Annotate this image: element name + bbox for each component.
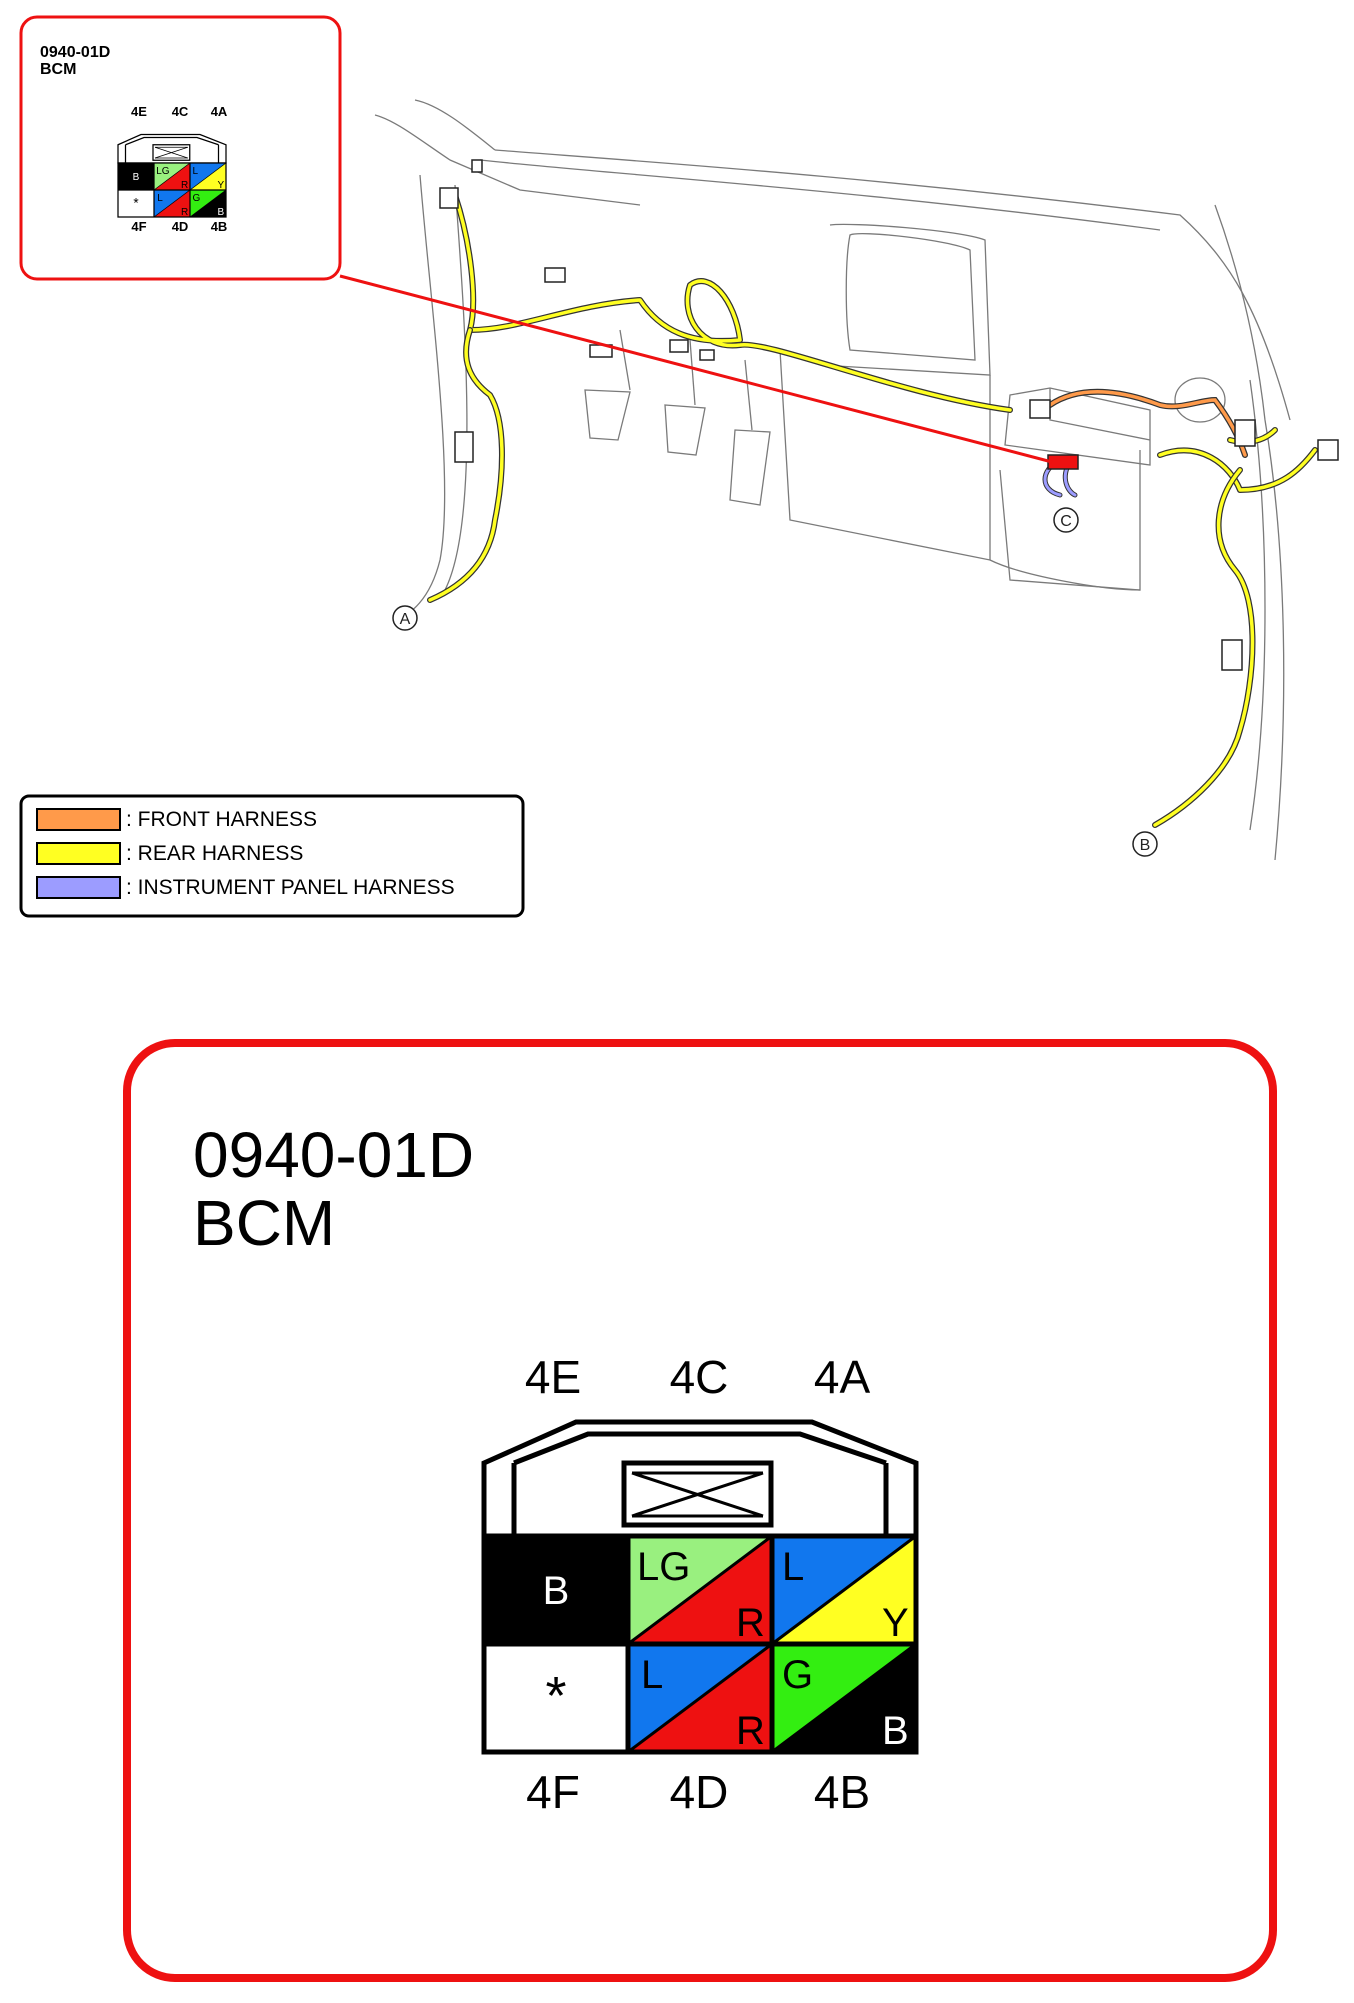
small-terminal-4a: L Y: [189, 162, 227, 191]
legend-item-front: : FRONT HARNESS: [36, 808, 317, 831]
marker-a: A: [392, 605, 418, 631]
small-terminal-4d: L R: [153, 189, 191, 218]
large-connector-face: B LG R L Y *: [481, 1419, 919, 1755]
svg-text:LG: LG: [156, 166, 170, 177]
svg-text:L: L: [641, 1653, 663, 1697]
svg-text:B: B: [133, 172, 140, 183]
bcm-connector-location: [1047, 454, 1079, 470]
svg-text:A: A: [400, 611, 411, 628]
small-callout: 0940-01D BCM B LG R L Y *: [19, 15, 342, 281]
svg-text:: FRONT HARNESS: : FRONT HARNESS: [126, 808, 317, 831]
pin-label-4b: 4B: [814, 1766, 870, 1818]
svg-text:R: R: [736, 1601, 765, 1645]
dashboard-outline: [374, 99, 1291, 861]
svg-text:LG: LG: [637, 1545, 690, 1589]
svg-text:G: G: [193, 193, 201, 204]
harness-connectors: [439, 159, 1339, 671]
front-harness-wires: [1047, 388, 1248, 458]
small-terminal-4b: G B: [189, 189, 227, 218]
svg-text:4F: 4F: [131, 219, 146, 234]
terminal-4a: L Y: [771, 1534, 917, 1646]
svg-text:L: L: [157, 193, 163, 204]
svg-text:B: B: [882, 1709, 909, 1753]
legend-item-rear: : REAR HARNESS: [36, 842, 303, 865]
svg-text:R: R: [181, 207, 188, 218]
svg-text:L: L: [782, 1545, 804, 1589]
terminal-4e: B: [484, 1536, 628, 1644]
svg-text:L: L: [193, 166, 199, 177]
legend-swatch-rear: [36, 842, 121, 865]
svg-text:Y: Y: [218, 180, 225, 191]
svg-text:4A: 4A: [211, 104, 228, 119]
rear-harness-wires: [427, 192, 1318, 828]
svg-text:B: B: [218, 207, 225, 218]
terminal-4b: G B: [771, 1642, 917, 1754]
svg-text:R: R: [181, 180, 188, 191]
marker-b: B: [1132, 831, 1158, 857]
legend-swatch-front: [36, 808, 121, 831]
svg-text:*: *: [545, 1666, 566, 1726]
svg-text:Y: Y: [882, 1601, 909, 1645]
small-connector-name: BCM: [40, 61, 76, 78]
pin-label-4a: 4A: [814, 1351, 871, 1403]
terminal-4d: L R: [627, 1642, 773, 1754]
svg-text:4C: 4C: [172, 104, 189, 119]
svg-text:G: G: [782, 1653, 813, 1697]
legend-swatch-instrument-panel: [36, 876, 121, 899]
small-connector-code: 0940-01D: [40, 44, 110, 61]
large-callout: 0940-01D BCM 4E 4C 4A 4F 4D 4B B: [123, 1039, 1277, 1982]
harness-legend: : FRONT HARNESS : REAR HARNESS : INSTRUM…: [19, 794, 525, 918]
svg-text:4E: 4E: [131, 104, 147, 119]
small-connector-face: B LG R L Y * L R: [117, 133, 227, 218]
connector-code: 0940-01D: [193, 1119, 474, 1191]
svg-text:: INSTRUMENT PANEL HARNESS: : INSTRUMENT PANEL HARNESS: [126, 876, 455, 899]
svg-text:*: *: [133, 196, 139, 211]
marker-c: C: [1053, 507, 1079, 533]
svg-text:4D: 4D: [172, 219, 189, 234]
svg-text:4B: 4B: [211, 219, 228, 234]
legend-item-instrument-panel: : INSTRUMENT PANEL HARNESS: [36, 876, 455, 899]
connector-name: BCM: [193, 1187, 335, 1259]
svg-text:: REAR HARNESS: : REAR HARNESS: [126, 842, 303, 865]
pin-label-4d: 4D: [670, 1766, 729, 1818]
small-terminal-4f: *: [118, 190, 154, 217]
terminal-4f: *: [484, 1644, 628, 1752]
pin-label-4e: 4E: [525, 1351, 581, 1403]
svg-text:B: B: [543, 1569, 570, 1613]
svg-text:B: B: [1140, 837, 1151, 854]
pin-label-4c: 4C: [670, 1351, 729, 1403]
small-terminal-4c: LG R: [153, 162, 191, 191]
svg-text:C: C: [1060, 513, 1072, 530]
callout-leader-line: [339, 274, 1053, 464]
svg-text:R: R: [736, 1709, 765, 1753]
small-terminal-4e: B: [118, 163, 154, 190]
pin-label-4f: 4F: [526, 1766, 580, 1818]
terminal-4c: LG R: [627, 1534, 773, 1646]
